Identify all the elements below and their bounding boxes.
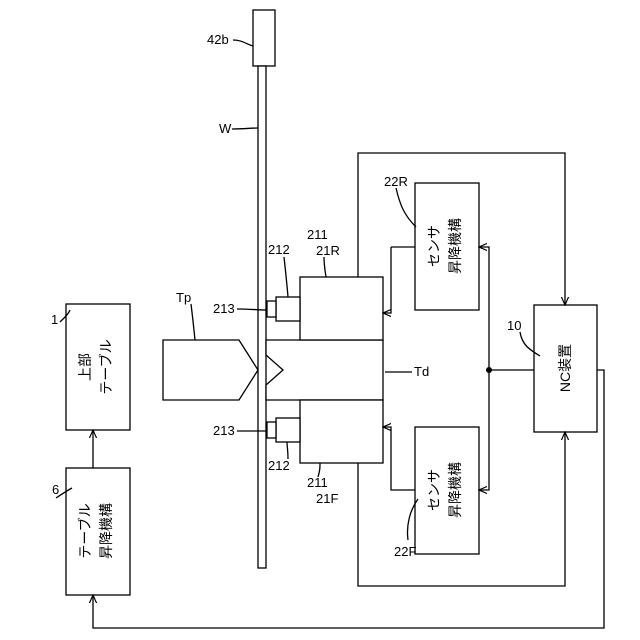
leader-42b (233, 40, 253, 46)
probe-212-r (276, 297, 300, 321)
workpiece-w (258, 66, 266, 568)
tip-213-r (267, 301, 276, 317)
label-21r: 21R (316, 243, 340, 258)
line-nc-to-sensor-f (479, 370, 489, 490)
table-lift-line1: テーブル (77, 503, 93, 558)
label-td: Td (414, 364, 429, 379)
upper-table-line1: 上部 (77, 353, 93, 381)
line-sensor-r-to-block (383, 247, 391, 313)
leader-212-top (284, 257, 288, 297)
label-211-top: 211 (307, 227, 328, 242)
label-w: W (219, 121, 232, 136)
label-22f: 22F (394, 544, 416, 559)
rod-42b (253, 10, 275, 66)
line-sensor-f-to-block (383, 427, 415, 490)
label-211-bottom: 211 (307, 475, 328, 490)
sensor-lift-f-line2: 昇降機構 (447, 462, 463, 518)
table-lift-line2: 昇降機構 (98, 503, 114, 559)
line-nc-to-sensor-r (479, 247, 534, 370)
label-tp: Tp (176, 290, 191, 305)
sensor-lift-r-line1: センサ (426, 225, 442, 267)
label-213-bottom: 213 (213, 423, 235, 438)
leader-212-bottom (287, 442, 288, 459)
label-42b: 42b (207, 32, 229, 47)
upper-table-line2: テーブル (98, 339, 114, 394)
label-212-bottom: 212 (268, 458, 290, 473)
tip-213-f (267, 422, 276, 438)
label-212-top: 212 (268, 242, 290, 257)
sensor-lift-r-line2: 昇降機構 (447, 218, 463, 274)
leader-211-top (324, 257, 326, 277)
die-td (266, 340, 383, 400)
leader-w (232, 128, 258, 129)
label-10: 10 (507, 318, 521, 333)
label-213-top: 213 (213, 301, 235, 316)
sensor-lift-f-line1: センサ (426, 469, 442, 511)
label-6: 6 (52, 482, 59, 497)
label-1: 1 (51, 312, 58, 327)
punch-tp (163, 340, 258, 400)
junction-dot (486, 367, 492, 373)
probe-212-f (276, 418, 300, 442)
leader-tp (191, 304, 195, 340)
sensor-block-21f (300, 400, 383, 463)
label-22r: 22R (384, 174, 408, 189)
nc-device-label: NC装置 (557, 344, 573, 392)
leader-22r (396, 188, 416, 227)
label-21f: 21F (316, 491, 338, 506)
sensor-block-21r (300, 277, 383, 340)
